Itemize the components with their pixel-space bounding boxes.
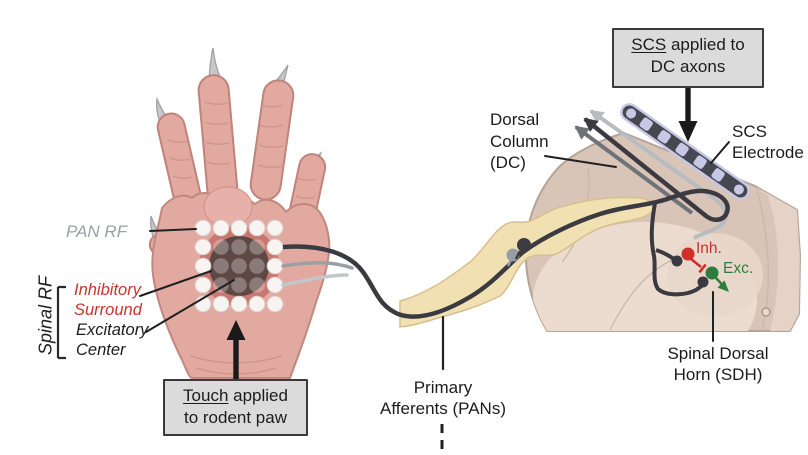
touch-callout-box: Touch applied to rodent paw	[163, 379, 308, 436]
spinal-rf-bracket	[56, 285, 66, 360]
primary-afferents-label: Primary Afferents (PANs)	[361, 377, 525, 419]
scs-line1-rest: applied to	[666, 35, 745, 54]
surround-fiber-gray	[281, 261, 354, 270]
excitatory-terminal	[717, 280, 729, 292]
center-rf-circles	[213, 239, 265, 293]
scs-callout-line2: DC axons	[650, 57, 726, 76]
spinal-rf-label: Spinal RF	[35, 275, 56, 356]
excitatory-neuron	[705, 266, 729, 292]
electrode-contacts	[626, 108, 744, 195]
scs-electrode-line2: Electrode	[732, 143, 804, 162]
dorsal-column-line2: Column	[490, 131, 549, 151]
scs-callout-box: SCS applied to DC axons	[612, 28, 764, 88]
inhibitory-surround-line2: Surround	[74, 300, 142, 319]
synaptic-bouton	[697, 276, 709, 288]
electrode-leader	[710, 141, 730, 164]
receptive-field-grid	[194, 219, 284, 313]
surround-fiber-light	[281, 273, 349, 287]
dorsal-column-leader	[544, 155, 617, 168]
sdh-line2: Horn (SDH)	[673, 365, 763, 384]
scs-arrow	[678, 86, 698, 142]
leader-lines	[139, 141, 730, 452]
excitatory-soma	[705, 266, 719, 280]
spinal-dorsal-horn-label: Spinal Dorsal Horn (SDH)	[638, 343, 798, 385]
scs-electrode-label: SCS Electrode	[732, 121, 804, 163]
touch-underlined-word: Touch	[183, 386, 229, 405]
dorsal-column-line1: Dorsal	[490, 110, 540, 129]
pan-rf-label: PAN RF	[66, 222, 128, 241]
touch-callout-line2: to rodent paw	[183, 408, 287, 427]
scs-arrowhead-icon	[678, 121, 698, 142]
finger-wrinkles	[167, 101, 317, 199]
inhibitory-surround-line1: Inhibitory	[74, 281, 141, 299]
scs-callout-line1: SCS applied to	[614, 34, 762, 56]
excitatory-center-line2: Center	[76, 340, 126, 359]
touch-line1-rest: applied	[228, 386, 288, 405]
inhibitory-soma	[681, 247, 695, 261]
touch-arrowhead-icon	[226, 320, 246, 340]
primary-afferent-fiber	[282, 117, 730, 319]
cord-right-face	[755, 186, 800, 331]
excitatory-center-disc	[209, 236, 269, 296]
dc-axon-light	[589, 109, 728, 240]
exc-label: Exc.	[723, 260, 754, 277]
scs-underlined-word: SCS	[631, 35, 667, 54]
dorsal-column-label: Dorsal Column (DC)	[490, 109, 549, 174]
inhibitory-surround-label: Inhibitory Surround	[74, 281, 142, 320]
excitatory-center-line1: Excitatory	[76, 321, 149, 339]
primary-afferents-line2: Afferents (PANs)	[380, 399, 506, 418]
inhibitory-surround-leader	[139, 270, 212, 297]
palm-pad	[203, 186, 253, 228]
primary-afferents-line1: Primary	[413, 378, 473, 397]
excitatory-center-label: Excitatory Center	[76, 321, 148, 360]
dorsal-column-line3: (DC)	[490, 153, 526, 172]
afferent-fibers	[281, 109, 730, 319]
inhibitory-neuron	[681, 247, 707, 274]
inh-label: Inh.	[696, 240, 722, 257]
touch-callout-line1: Touch applied	[165, 385, 306, 407]
excitatory-center-leader	[145, 279, 235, 333]
touch-arrow	[226, 320, 246, 379]
pan-rf-leader	[149, 228, 197, 232]
central-canal-dot	[761, 307, 771, 317]
sdh-line1: Spinal Dorsal	[667, 344, 769, 363]
synaptic-bouton	[671, 255, 683, 267]
scs-electrode	[620, 103, 750, 200]
inhibitory-synapse-bar	[698, 263, 707, 274]
spinal-cord-section	[524, 132, 801, 332]
drg-cell-bodies	[506, 238, 531, 267]
dorsal-horn-branch	[649, 202, 706, 297]
scs-electrode-line1: SCS	[732, 122, 767, 141]
